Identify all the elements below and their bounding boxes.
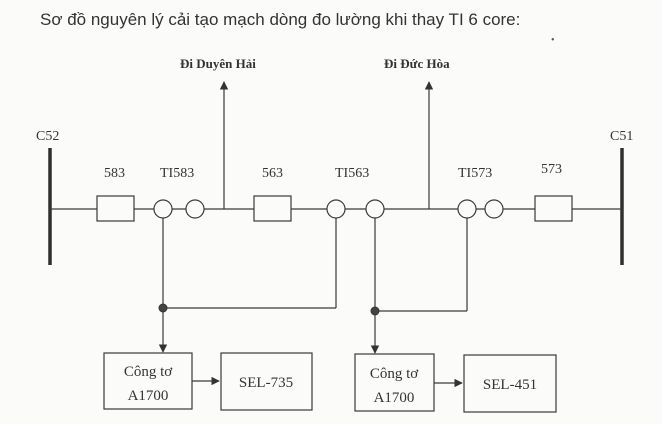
feeder-duc-hoa-label: Đi Đức Hòa xyxy=(384,56,450,71)
relay-sel735-label: SEL-735 xyxy=(239,375,293,391)
diagram-title: Sơ đồ nguyên lý cải tạo mạch dòng đo lườ… xyxy=(40,10,520,29)
relay-sel735-box xyxy=(220,352,313,411)
meter-right-box xyxy=(354,353,435,412)
ct-583-core-a xyxy=(153,199,173,219)
bus-c51-label: C51 xyxy=(610,129,633,144)
ct-573-label: TI573 xyxy=(458,166,492,181)
breaker-573-label: 573 xyxy=(541,162,562,177)
breaker-583-label: 583 xyxy=(104,166,125,181)
ct-563-label: TI563 xyxy=(335,166,369,181)
breaker-573 xyxy=(534,195,573,222)
meter-right-line1: Công tơ xyxy=(370,366,419,382)
junction-right xyxy=(370,306,380,316)
ct-573-core-a xyxy=(457,199,477,219)
breaker-563 xyxy=(253,195,292,222)
junction-left xyxy=(158,303,168,313)
relay-sel451-label: SEL-451 xyxy=(483,377,537,393)
bus-c52-label: C52 xyxy=(36,129,59,144)
meter-right-line2: A1700 xyxy=(374,390,415,406)
ct-573-core-b xyxy=(484,199,504,219)
ct-563-core-a xyxy=(326,199,346,219)
ct-583-core-b xyxy=(185,199,205,219)
ct-583-label: TI583 xyxy=(160,166,194,181)
relay-sel451-box xyxy=(463,354,557,413)
meter-left-line2: A1700 xyxy=(128,388,169,404)
breaker-583 xyxy=(96,195,135,222)
ct-563-core-b xyxy=(365,199,385,219)
feeder-duyen-hai-label: Đi Duyên Hải xyxy=(180,56,256,71)
ink-dot: • xyxy=(551,35,555,46)
meter-left-line1: Công tơ xyxy=(124,364,173,380)
breaker-563-label: 563 xyxy=(262,166,283,181)
